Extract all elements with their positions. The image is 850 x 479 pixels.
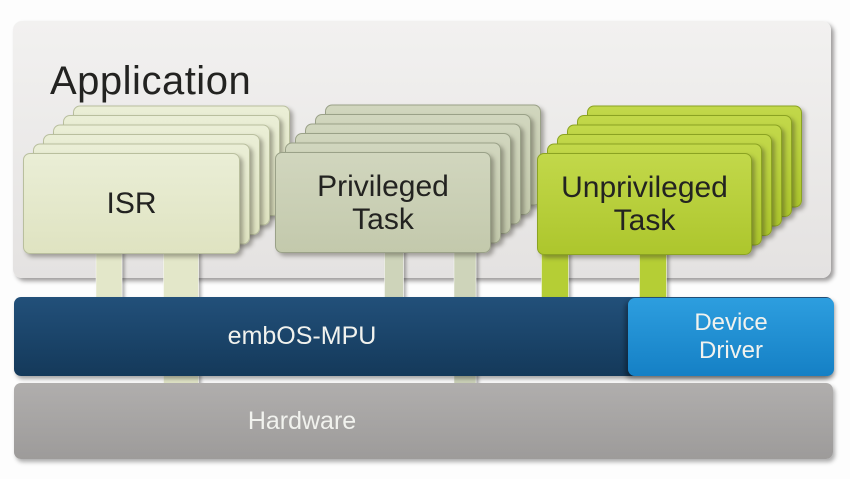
hardware-label: Hardware — [247, 406, 357, 435]
embos-mpu-label: embOS-MPU — [227, 322, 377, 350]
unprivileged-task-card: Unprivileged Task — [537, 153, 752, 255]
device-driver-label-line1: Device — [694, 309, 768, 336]
device-driver-label-line2: Driver — [699, 337, 763, 364]
hardware-bar: Hardware — [14, 383, 833, 459]
device-driver-label: Device Driver — [628, 298, 834, 376]
application-title: Application — [50, 59, 252, 103]
unprivileged-task-stack: Unprivileged Task — [537, 105, 802, 255]
device-driver-box: Device Driver — [628, 298, 834, 376]
isr-card: ISR — [23, 153, 240, 254]
privileged-task-label-line1: Privileged — [317, 169, 449, 203]
isr-stack: ISR — [23, 105, 290, 254]
privileged-task-card: Privileged Task — [275, 152, 491, 253]
privileged-task-label-line2: Task — [352, 202, 414, 236]
unprivileged-task-label-line2: Task — [613, 204, 676, 237]
privileged-task-stack: Privileged Task — [275, 104, 541, 253]
unprivileged-task-label-line1: Unprivileged — [561, 171, 728, 204]
isr-card-label: ISR — [106, 187, 157, 220]
